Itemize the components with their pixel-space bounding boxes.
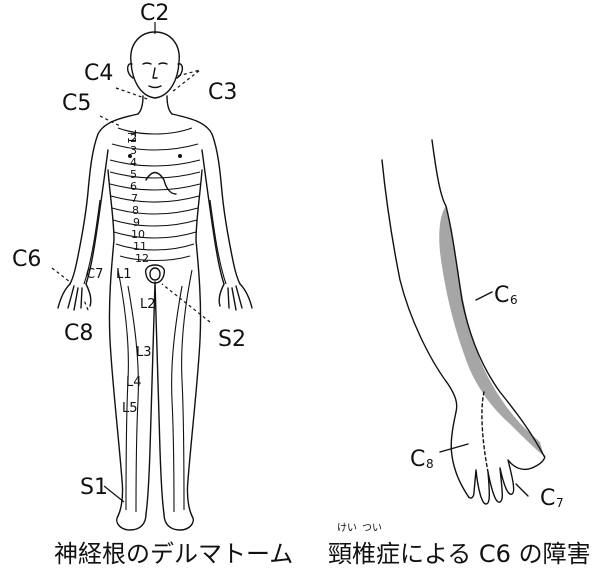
ruby-kei: けい [337,519,357,534]
leader-c8 [440,444,468,452]
arm-label-c6: C [494,283,509,308]
arm-label-c7-sub: 7 [556,496,564,510]
label-s1: S1 [80,475,108,500]
label-c4: C4 [84,61,113,86]
svg-text:12: 12 [135,252,149,265]
foot-left [117,514,146,530]
arm-label-c6-sub: 6 [510,293,518,307]
leader-c6 [476,292,492,300]
arm-figure [382,140,545,504]
leader-c7 [516,484,528,496]
arm-inner-lines [86,150,224,284]
thoracic-bands [84,128,226,512]
label-l2: L2 [140,297,156,312]
label-c2: C2 [140,1,169,26]
genital-loop [146,265,165,283]
label-c8: C8 [64,321,93,346]
caption-c6-disorder: 頸椎症による C6 の障害 [328,534,591,569]
arm-outline [382,140,544,456]
foot-right [164,514,193,530]
arm-label-c8: C [410,447,425,472]
arm-label-c7: C [540,486,555,511]
ruby-tsui: つい [362,519,382,534]
hand-outline [451,412,545,504]
label-l3: L3 [136,345,152,360]
hand-right [219,284,252,310]
body-outline [70,114,240,516]
label-c7: C7 [86,267,103,282]
label-l5: L5 [122,401,138,416]
label-c5: C5 [62,91,91,116]
label-l4: L4 [126,375,142,390]
label-l1: L1 [116,267,132,282]
caption-dermatome: 神経根のデルマトーム [54,534,293,569]
hand-left [58,284,91,310]
label-c3: C3 [208,80,237,105]
label-c6: C6 [12,247,41,272]
arm-label-c8-sub: 8 [426,457,434,471]
label-s2: S2 [218,327,246,352]
face-details [143,63,167,88]
